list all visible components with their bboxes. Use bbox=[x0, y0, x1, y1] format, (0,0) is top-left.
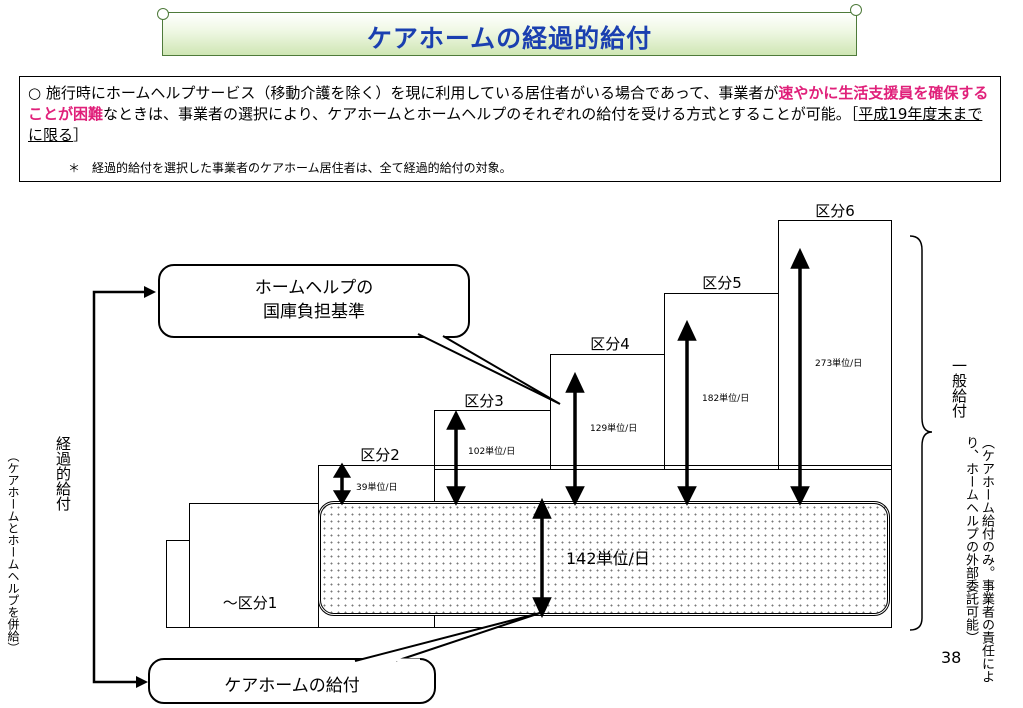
callout-carehome-benefit: ケアホームの給付 bbox=[148, 658, 436, 704]
right-sublabel: （ケアホーム給付のみ。事業者の責任により、ホームヘルプの外部委託可能） bbox=[963, 436, 994, 683]
description-part1: 施行時にホームヘルプサービス（移動介護を除く）を現に利用している居住者がいる場合… bbox=[45, 84, 779, 102]
unit-kubun3: 102単位/日 bbox=[468, 447, 516, 457]
unit-kubun6: 273単位/日 bbox=[815, 359, 863, 369]
step-kubun4 bbox=[550, 354, 665, 470]
right-brace bbox=[909, 235, 933, 631]
page-title: ケアホームの経過的給付 bbox=[366, 24, 653, 53]
label-kubun5: 区分5 bbox=[702, 274, 742, 292]
label-kubun1: ～区分1 bbox=[222, 594, 278, 612]
title-banner: ケアホームの経過的給付 bbox=[162, 12, 857, 56]
callout-homehelp-standard: ホームヘルプの 国庫負担基準 bbox=[158, 264, 470, 338]
step-kubun5 bbox=[664, 293, 779, 470]
unit-kubun4: 129単位/日 bbox=[590, 424, 638, 434]
step-kubun1 bbox=[189, 503, 319, 628]
pointer-carehome bbox=[354, 612, 541, 662]
label-kubun4: 区分4 bbox=[590, 335, 630, 353]
step-0-edge bbox=[166, 540, 190, 628]
right-label: 一般給付 bbox=[950, 358, 968, 418]
label-kubun3: 区分3 bbox=[464, 392, 504, 410]
left-sublabel: （ケアホームとホームヘルプを併給） bbox=[6, 450, 20, 654]
description-box: ○ 施行時にホームヘルプサービス（移動介護を除く）を現に利用している居住者がいる… bbox=[19, 76, 1001, 182]
unit-base: 142単位/日 bbox=[566, 549, 650, 568]
description-part2: なときは、事業者の選択により、ケアホームとホームヘルプのそれぞれの給付を受ける方… bbox=[103, 105, 859, 123]
scroll-curl-right bbox=[850, 4, 862, 16]
label-kubun2: 区分2 bbox=[360, 446, 400, 464]
bullet: ○ bbox=[28, 84, 42, 102]
pointer-homehelp bbox=[417, 333, 561, 405]
description-text: ○ 施行時にホームヘルプサービス（移動介護を除く）を現に利用している居住者がいる… bbox=[28, 83, 994, 146]
unit-kubun2: 39単位/日 bbox=[356, 483, 398, 493]
carehome-base-region bbox=[318, 501, 890, 616]
scroll-curl-left bbox=[157, 8, 169, 20]
description-note: ＊ 経過的給付を選択した事業者のケアホーム居住者は、全て経過的給付の対象。 bbox=[68, 161, 512, 175]
description-underlined: 平成19年度末までに限る bbox=[28, 105, 983, 144]
left-bracket-line bbox=[92, 290, 150, 684]
description-part3: ］ bbox=[73, 126, 89, 144]
label-kubun6: 区分6 bbox=[815, 202, 855, 220]
description-highlight: 速やかに生活支援員を確保することが困難 bbox=[28, 84, 989, 123]
page-number: 38 bbox=[941, 648, 962, 667]
unit-kubun5: 182単位/日 bbox=[702, 394, 750, 404]
left-label: 経過的給付 bbox=[54, 436, 72, 511]
